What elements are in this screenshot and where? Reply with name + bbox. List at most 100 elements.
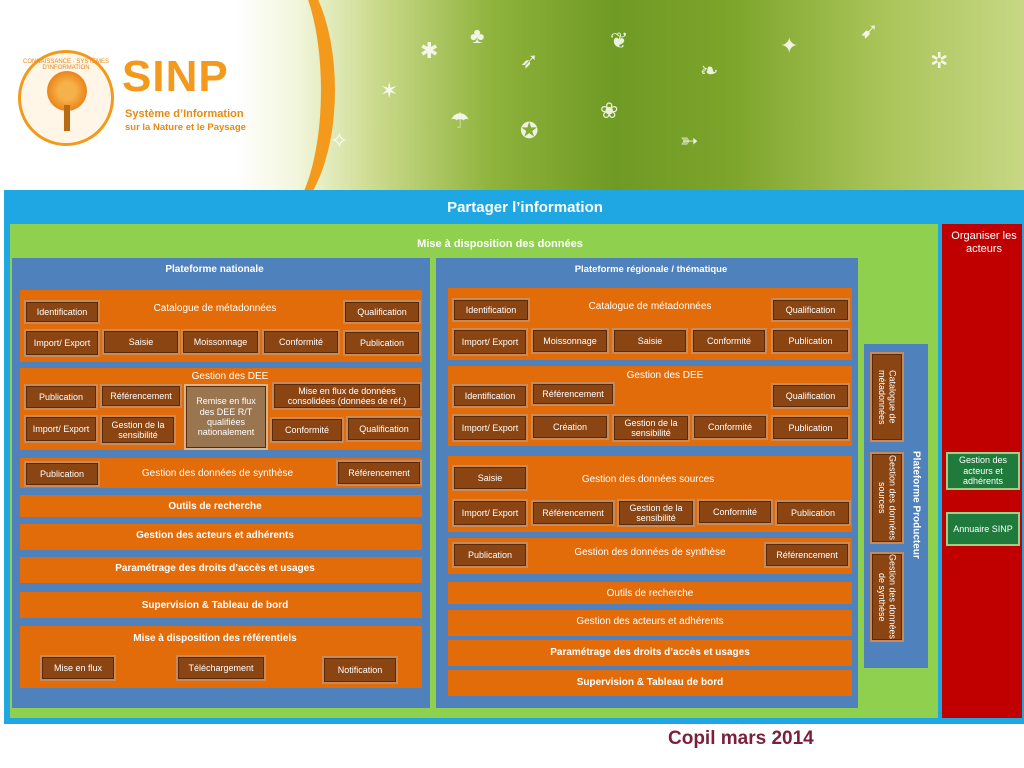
nationale-dee-title: Gestion des DEE [191,371,269,382]
nationale-dee-qualification-button[interactable]: Qualification [346,416,422,442]
regionale-sources-import-export-button[interactable]: Import/ Export [452,499,528,527]
star-icon: ✶ [380,78,399,103]
nationale-catalogue-qualification-button[interactable]: Qualification [343,300,421,324]
nationale-supervision [20,592,422,618]
regionale-catalogue-title: Catalogue de métadonnées [588,301,712,312]
regionale-catalogue-import-export-button[interactable]: Import/ Export [452,328,528,356]
insect-icon: ✲ [930,48,949,73]
nationale-catalogue-saisie-button[interactable]: Saisie [102,329,180,355]
cow-icon: ✪ [520,118,539,143]
regionale-gestion-acteurs-title: Gestion des acteurs et adhérents [576,616,724,627]
footer-caption: Copil mars 2014 [668,728,814,749]
nationale-referentiels-title: Mise à disposition des référentiels [133,633,297,644]
tree-icon: ♣ [470,23,485,48]
parachute-icon: ☂ [450,108,470,133]
sinp-logo-subtitle-1: Système d’Information [125,108,244,120]
sinp-logo-text: SINP [122,52,229,101]
nationale-synthese-referencement-button[interactable]: Référencement [336,460,422,486]
regionale-dee-referencement-button[interactable]: Référencement [531,382,615,406]
regionale-sources-saisie-button[interactable]: Saisie [452,465,528,491]
regionale-dee-sensibilite-button[interactable]: Gestion de la sensibilité [612,414,690,442]
nationale-referentiels-telechargement-button[interactable]: Téléchargement [176,655,266,681]
deer-icon: ✧ [330,128,349,153]
gestion-acteurs-button[interactable]: Gestion des acteurs et adhérents [946,452,1020,490]
bird-icon: ➶ [520,48,539,73]
nationale-catalogue-publication-button[interactable]: Publication [343,330,421,356]
regionale-synthese-title: Gestion des données de synthèse [574,547,726,558]
regionale-gestion-acteurs [448,610,852,636]
regionale-sources-title: Gestion des données sources [581,474,715,485]
regionale-sources-referencement-button[interactable]: Référencement [531,500,615,526]
nationale-droits-acces [20,557,422,583]
butterfly-icon: ❀ [600,98,619,123]
nationale-catalogue-conformite-button[interactable]: Conformité [262,329,340,355]
tree-trunk [64,105,70,131]
regionale-sources-publication-button[interactable]: Publication [775,500,851,526]
annuaire-sinp-button[interactable]: Annuaire SINP [946,512,1020,546]
regionale-catalogue-publication-button[interactable]: Publication [771,328,850,354]
regionale-dee-conformite-button[interactable]: Conformité [692,414,768,440]
nationale-dee-mise-flux-button[interactable]: Mise en flux de données consolidées (don… [272,382,422,410]
producteur-sources-button[interactable]: Gestion des données sources [870,452,904,544]
nationale-synthese-publication-button[interactable]: Publication [24,461,100,487]
nationale-catalogue-moissonnage-button[interactable]: Moissonnage [181,329,260,355]
organiser-title: Organiser les acteurs [951,230,1017,256]
nationale-dee-referencement-button[interactable]: Référencement [100,384,182,408]
regionale-supervision-title: Supervision & Tableau de bord [576,677,724,688]
nationale-gestion-acteurs-title: Gestion des acteurs et adhérents [136,530,294,541]
regionale-catalogue-qualification-button[interactable]: Qualification [771,298,850,322]
regionale-catalogue-moissonnage-button[interactable]: Moissonnage [531,328,609,354]
mise-disposition-title: Mise à disposition des données [417,238,583,250]
regionale-catalogue-saisie-button[interactable]: Saisie [612,328,688,354]
regionale-supervision [448,670,852,696]
nationale-dee-sensibilite-button[interactable]: Gestion de la sensibilité [100,415,176,445]
regionale-sources-conformite-button[interactable]: Conformité [697,499,773,525]
nationale-title: Plateforme nationale [165,264,264,275]
producteur-catalogue-button[interactable]: Catalogue de métadonnées [870,352,904,442]
nationale-gestion-acteurs [20,524,422,550]
tree-logo-icon [47,71,87,111]
regionale-dee-title: Gestion des DEE [626,370,704,381]
nationale-droits-acces-title: Paramétrage des droits d’accès et usages [115,563,315,574]
regionale-title: Plateforme régionale / thématique [574,264,728,275]
regionale-catalogue-conformite-button[interactable]: Conformité [691,328,767,354]
producteur-synthese-button[interactable]: Gestion des données de synthèse [870,552,904,642]
regionale-outils-recherche [448,582,852,604]
nationale-supervision-title: Supervision & Tableau de bord [141,600,289,611]
nationale-synthese-title: Gestion des données de synthèse [141,468,294,479]
nationale-referentiels-mise-flux-button[interactable]: Mise en flux [40,655,116,681]
nationale-dee-conformite-button[interactable]: Conformité [270,417,344,443]
sinp-seal-logo: CONNAISSANCE · SYSTÈMES D’INFORMATION [18,50,114,146]
nationale-outils-recherche-title: Outils de recherche [168,501,262,512]
header-banner: ✱ ♣ ➶ ❦ ❧ ✦ ➹ ✲ ☂ ✪ ❀ ➳ ✧ ✶ [0,0,1024,190]
nationale-catalogue-import-export-button[interactable]: Import/ Export [24,329,100,357]
producteur-title: Plateforme Producteur [910,451,922,559]
nationale-dee-publication-button[interactable]: Publication [24,384,98,410]
regionale-outils-recherche-title: Outils de recherche [606,588,694,599]
banner-orange-curve [215,0,335,190]
regionale-dee-identification-button[interactable]: Identification [452,384,528,408]
fish-icon: ➳ [680,128,699,153]
nationale-catalogue-identification-button[interactable]: Identification [24,300,100,324]
main-title: Partager l’information [447,199,603,216]
regionale-dee-creation-button[interactable]: Création [531,414,609,440]
regionale-dee-publication-button[interactable]: Publication [771,415,850,441]
animal-icon: ✦ [780,33,799,58]
nationale-outils-recherche [20,495,422,517]
nationale-dee-import-export-button[interactable]: Import/ Export [24,415,98,443]
nationale-referentiels-notification-button[interactable]: Notification [322,656,398,684]
regionale-dee-qualification-button[interactable]: Qualification [771,383,850,409]
leaf-icon: ❧ [700,58,719,83]
plant-icon: ❦ [610,28,629,53]
nationale-catalogue-title: Catalogue de métadonnées [153,303,277,314]
regionale-droits-acces-title: Paramétrage des droits d’accès et usages [550,647,750,658]
nationale-dee-remise-flux-button[interactable]: Remise en flux des DEE R/T qualifiées na… [184,384,268,450]
regionale-dee-import-export-button[interactable]: Import/ Export [452,414,528,442]
regionale-catalogue-identification-button[interactable]: Identification [452,298,530,322]
regionale-synthese-publication-button[interactable]: Publication [452,542,528,568]
regionale-synthese-referencement-button[interactable]: Référencement [764,542,850,568]
beetle-icon: ✱ [420,38,439,63]
sinp-logo-subtitle-2: sur la Nature et le Paysage [125,122,246,133]
regionale-sources-sensibilite-button[interactable]: Gestion de la sensibilité [617,499,695,527]
seal-text: CONNAISSANCE · SYSTÈMES D’INFORMATION [22,59,109,71]
